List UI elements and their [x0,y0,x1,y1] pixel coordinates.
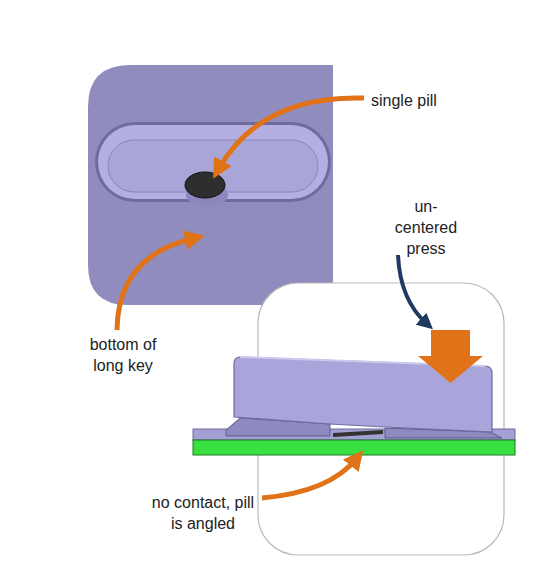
slot-outer-edge [95,122,331,202]
angled-pill [333,430,383,437]
callout-label: single pill [371,90,481,111]
leader-arrow [117,238,195,330]
callout-label: un- centered press [390,196,462,259]
carbon-pill [185,172,225,198]
leader-arrow [262,458,357,498]
key-bottom-panel [88,65,333,305]
callout-label: bottom of long key [78,334,168,376]
press-arrow [418,330,483,383]
leader-arrow [398,255,427,324]
callout-label: no contact, pill is angled [150,492,256,534]
leader-arrow [218,98,364,170]
slot-wall [98,125,328,199]
circuit-board [193,440,515,455]
